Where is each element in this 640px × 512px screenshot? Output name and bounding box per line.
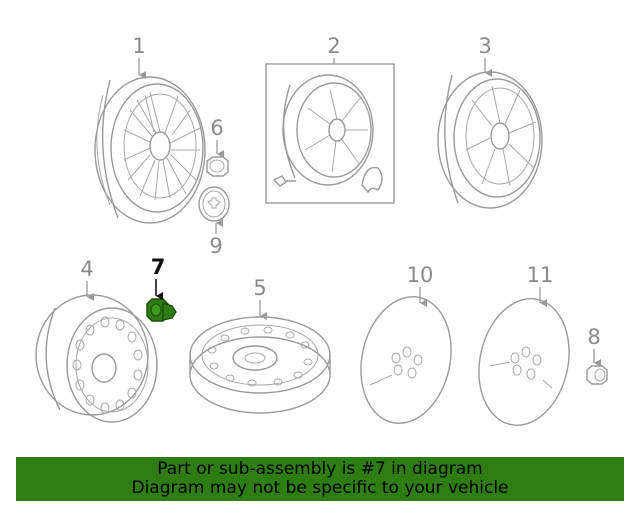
info-banner: Part or sub-assembly is #7 in diagram Di… [16,457,624,501]
callout-11[interactable]: 11 [527,263,554,287]
callout-4[interactable]: 4 [80,257,93,281]
wheel-part-3[interactable] [437,71,543,209]
banner-line-disclaimer: Diagram may not be specific to your vehi… [131,478,509,498]
banner-line-part-number: Part or sub-assembly is #7 in diagram [157,459,483,479]
callout-7[interactable]: 7 [151,255,166,279]
callout-2[interactable]: 2 [327,34,340,58]
lug-nut-part-7[interactable] [146,298,177,322]
callout-9[interactable]: 9 [209,234,222,258]
callout-10[interactable]: 10 [407,263,434,287]
steel-wheel-part-4[interactable] [35,294,158,423]
wheel-cover-part-10[interactable] [350,288,463,431]
callout-6[interactable]: 6 [210,116,223,140]
callout-1[interactable]: 1 [132,34,145,58]
wheel-kit-part-2[interactable] [265,63,395,204]
callout-5[interactable]: 5 [253,276,266,300]
wheel-cover-part-11[interactable] [468,290,581,433]
spare-wheel-part-5[interactable] [189,316,331,414]
callout-3[interactable]: 3 [478,34,491,58]
wheel-part-1[interactable] [94,76,206,224]
lug-nut-part-8[interactable] [586,365,608,385]
lug-nut-part-6[interactable] [206,156,229,177]
center-cap-part-9[interactable] [198,186,230,222]
callout-8[interactable]: 8 [587,325,600,349]
